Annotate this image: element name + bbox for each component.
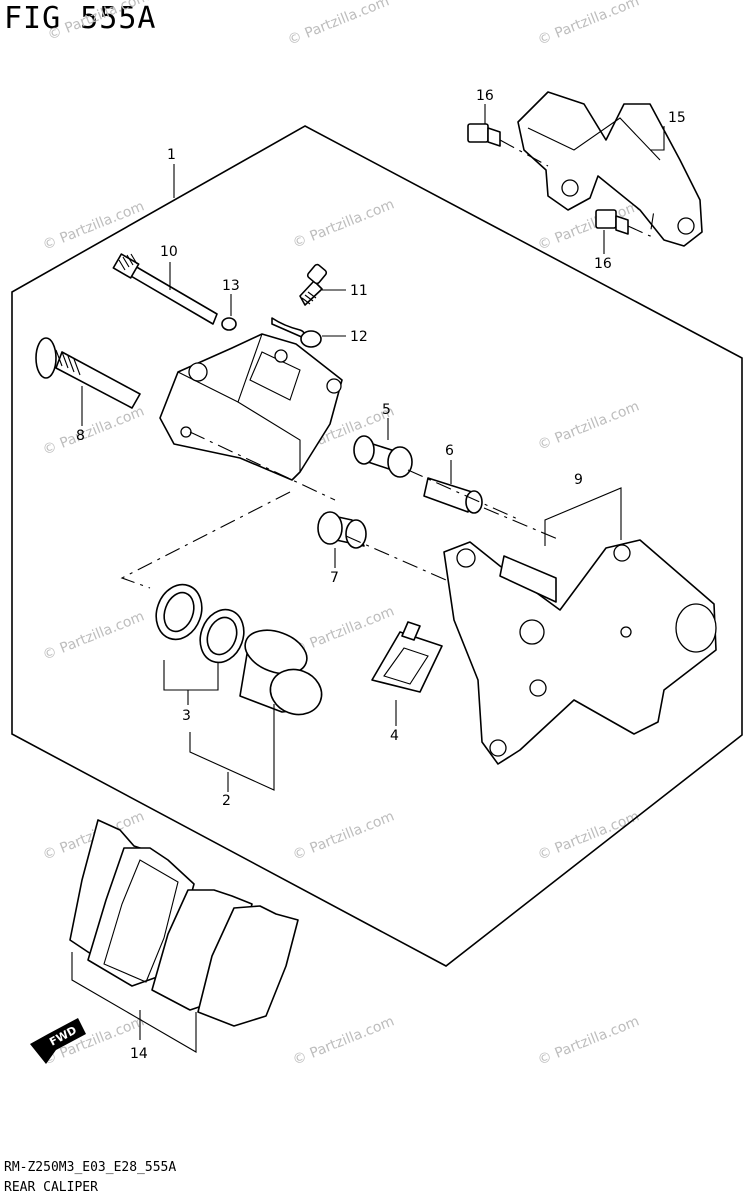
leader-3-upper — [163, 660, 219, 691]
part-5-boot[interactable] — [353, 435, 413, 478]
callout-14: 14 — [130, 1046, 148, 1062]
watermark: © Partzilla.com — [291, 603, 397, 658]
leader-2 — [189, 704, 275, 791]
callout-3: 3 — [182, 708, 191, 724]
leader-15 — [650, 126, 665, 151]
part-16-bolt-lower[interactable] — [595, 209, 629, 235]
assembly-line — [499, 139, 549, 167]
watermark: © Partzilla.com — [536, 1013, 642, 1068]
callout-16-upper: 16 — [476, 88, 494, 104]
part-11-bleeder-screw[interactable] — [299, 263, 328, 306]
watermark: © Partzilla.com — [536, 0, 642, 49]
assembly-line — [483, 507, 561, 541]
callout-5: 5 — [382, 402, 391, 418]
part-4-pad-spring[interactable] — [371, 621, 443, 693]
part-12-bleeder-cap[interactable] — [271, 317, 322, 348]
figure-title: FIG 555A — [4, 1, 157, 36]
watermark: © Partzilla.com — [291, 808, 397, 863]
figure-code: RM-Z250M3_E03_E28_555A — [4, 1160, 177, 1175]
assembly-line — [120, 491, 291, 589]
callout-15: 15 — [668, 110, 686, 126]
watermark: © Partzilla.com — [291, 196, 397, 251]
assembly-line — [407, 469, 521, 521]
part-7-boot[interactable] — [317, 511, 367, 549]
figure-name: REAR CALIPER — [4, 1180, 98, 1195]
callout-1: 1 — [167, 147, 176, 163]
assembly-line — [345, 535, 447, 581]
caliper-body[interactable] — [159, 333, 343, 481]
callout-2: 2 — [222, 793, 231, 809]
assembly-line — [627, 209, 655, 237]
part-10-slide-pin[interactable] — [112, 253, 218, 325]
callout-8: 8 — [76, 428, 85, 444]
part-2-piston[interactable] — [239, 622, 328, 721]
callout-10: 10 — [160, 244, 178, 260]
part-14-brake-pads[interactable] — [69, 819, 299, 1027]
watermark: © Partzilla.com — [46, 0, 152, 44]
assembly-boundary — [11, 125, 743, 967]
callout-9: 9 — [574, 472, 583, 488]
part-15-bracket[interactable] — [517, 91, 703, 247]
callout-11: 11 — [350, 283, 368, 299]
leader-9 — [544, 487, 622, 546]
watermark: © Partzilla.com — [286, 0, 392, 49]
callout-7: 7 — [330, 570, 339, 586]
watermark: © Partzilla.com — [41, 403, 147, 458]
part-16-bolt-upper[interactable] — [467, 123, 501, 147]
part-6-pin[interactable] — [423, 477, 483, 514]
callout-4: 4 — [390, 728, 399, 744]
watermark: © Partzilla.com — [41, 608, 147, 663]
callout-16-lower: 16 — [594, 256, 612, 272]
callout-12: 12 — [350, 329, 368, 345]
leader-14-outer — [71, 952, 197, 1053]
callout-6: 6 — [445, 443, 454, 459]
part-3-piston-seals[interactable] — [149, 578, 251, 668]
part-8-guide-pin[interactable] — [35, 337, 141, 409]
callout-13: 13 — [222, 278, 240, 294]
watermark: © Partzilla.com — [536, 398, 642, 453]
watermark: © Partzilla.com — [291, 1013, 397, 1068]
part-9-caliper-bracket[interactable] — [443, 539, 717, 765]
assembly-line — [189, 431, 336, 501]
part-13-o-ring[interactable] — [221, 317, 237, 331]
